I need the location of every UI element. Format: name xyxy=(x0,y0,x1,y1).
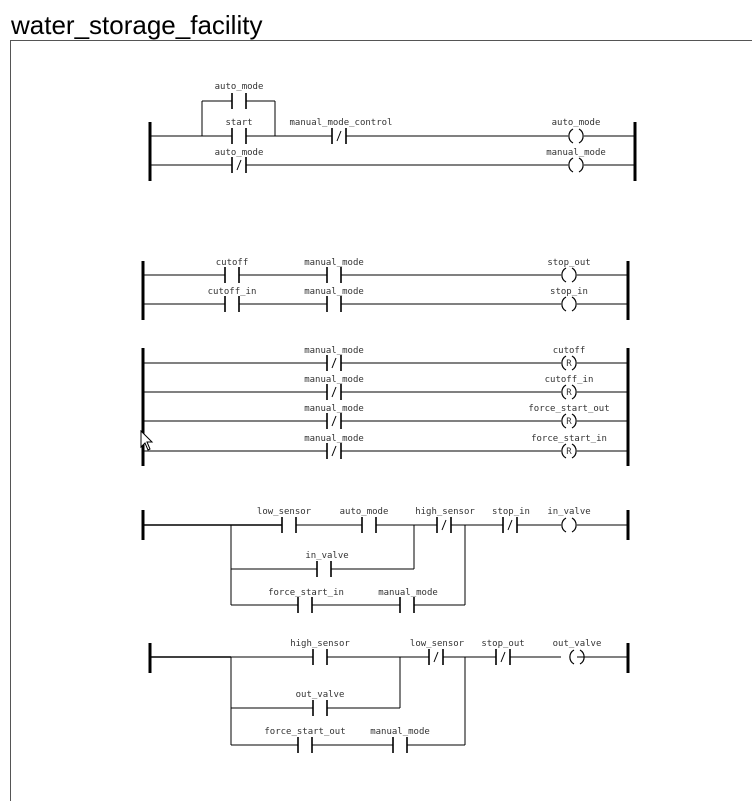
contact-auto-mode-nc xyxy=(231,156,247,174)
label-stop-out: stop_out xyxy=(547,258,590,268)
label-force-start-out: force_start_out xyxy=(528,404,609,414)
reset-symbol: R xyxy=(566,417,572,427)
label-stop-in: stop_in xyxy=(492,507,530,517)
contact-manual-mode xyxy=(326,295,342,313)
contact-cutoff-in xyxy=(224,295,240,313)
label-auto-mode-coil: auto_mode xyxy=(552,118,601,128)
label-out-valve-coil: out_valve xyxy=(553,639,602,649)
contact-force-start-out xyxy=(297,736,313,754)
diagram-frame xyxy=(10,40,752,801)
label-stop-out: stop_out xyxy=(481,639,524,649)
contact-manual-mode-nc xyxy=(326,383,342,401)
label-low-sensor: low_sensor xyxy=(410,639,465,649)
label-manual-mode: manual_mode xyxy=(304,375,364,385)
label-force-start-in: force_start_in xyxy=(268,588,344,598)
contact-auto-mode-seal xyxy=(231,92,247,110)
rung-3: R R R R manual_mode cutoff manual_mode c… xyxy=(141,346,630,466)
label-auto-mode-nc: auto_mode xyxy=(215,148,264,158)
reset-symbol: R xyxy=(566,447,572,457)
label-manual-mode: manual_mode xyxy=(378,588,438,598)
contact-cutoff xyxy=(224,266,240,284)
contact-force-start-in xyxy=(297,596,313,614)
reset-symbol: R xyxy=(566,359,572,369)
label-manual-mode: manual_mode xyxy=(304,258,364,268)
contact-start xyxy=(231,127,247,145)
contact-low-sensor-nc xyxy=(428,648,444,666)
contact-manual-mode-nc xyxy=(326,412,342,430)
label-out-valve-seal: out_valve xyxy=(296,690,345,700)
label-manual-mode: manual_mode xyxy=(304,287,364,297)
label-cutoff-in: cutoff_in xyxy=(208,287,257,297)
coil-stop-in xyxy=(561,296,577,312)
label-force-start-out: force_start_out xyxy=(264,727,345,737)
label-cutoff: cutoff xyxy=(553,346,586,356)
label-manual-mode: manual_mode xyxy=(304,346,364,356)
contact-manual-mode xyxy=(326,266,342,284)
label-manual-mode: manual_mode xyxy=(304,434,364,444)
rung-4: low_sensor auto_mode high_sensor stop_in… xyxy=(141,507,630,614)
reset-symbol: R xyxy=(566,388,572,398)
contact-high-sensor-nc xyxy=(436,516,452,534)
label-manual-mode: manual_mode xyxy=(304,404,364,414)
rung-5: high_sensor low_sensor stop_out out_valv… xyxy=(148,639,630,754)
contact-low-sensor xyxy=(281,516,297,534)
ladder-diagram: auto_mode start manual_mode_control auto… xyxy=(141,82,637,754)
label-start: start xyxy=(225,118,252,128)
label-high-sensor: high_sensor xyxy=(415,507,475,517)
rung-2: cutoff manual_mode stop_out cutoff_in ma… xyxy=(141,258,630,320)
label-force-start-in: force_start_in xyxy=(531,434,607,444)
label-cutoff-in: cutoff_in xyxy=(545,375,594,385)
label-in-valve-coil: in_valve xyxy=(547,507,590,517)
contact-manual-mode xyxy=(392,736,408,754)
label-manual-mode-coil: manual_mode xyxy=(546,148,606,158)
coil-in-valve xyxy=(561,517,577,533)
mouse-pointer-icon xyxy=(140,430,154,451)
label-stop-in: stop_in xyxy=(550,287,588,297)
label-manual-mode: manual_mode xyxy=(370,727,430,737)
label-low-sensor: low_sensor xyxy=(257,507,312,517)
contact-out-valve xyxy=(312,699,328,717)
contact-manual-mode-nc xyxy=(326,354,342,372)
contact-high-sensor xyxy=(312,648,328,666)
contact-in-valve xyxy=(316,560,332,578)
contact-stop-in-nc xyxy=(502,516,518,534)
coil-auto-mode xyxy=(568,128,584,144)
coil-stop-out xyxy=(561,267,577,283)
contact-auto-mode xyxy=(361,516,377,534)
diagram-title: water_storage_facility xyxy=(11,10,263,40)
label-auto-mode: auto_mode xyxy=(340,507,389,517)
coil-manual-mode xyxy=(568,157,584,173)
label-auto-mode-seal: auto_mode xyxy=(215,82,264,92)
rung-1: auto_mode start manual_mode_control auto… xyxy=(148,82,637,181)
contact-manual-mode-control-nc xyxy=(331,127,347,145)
contact-stop-out-nc xyxy=(495,648,511,666)
label-cutoff: cutoff xyxy=(216,258,249,268)
contact-manual-mode-nc xyxy=(326,442,342,460)
label-high-sensor: high_sensor xyxy=(290,639,350,649)
contact-manual-mode xyxy=(399,596,415,614)
label-manual-mode-control: manual_mode_control xyxy=(290,118,393,128)
label-in-valve-seal: in_valve xyxy=(305,551,348,561)
